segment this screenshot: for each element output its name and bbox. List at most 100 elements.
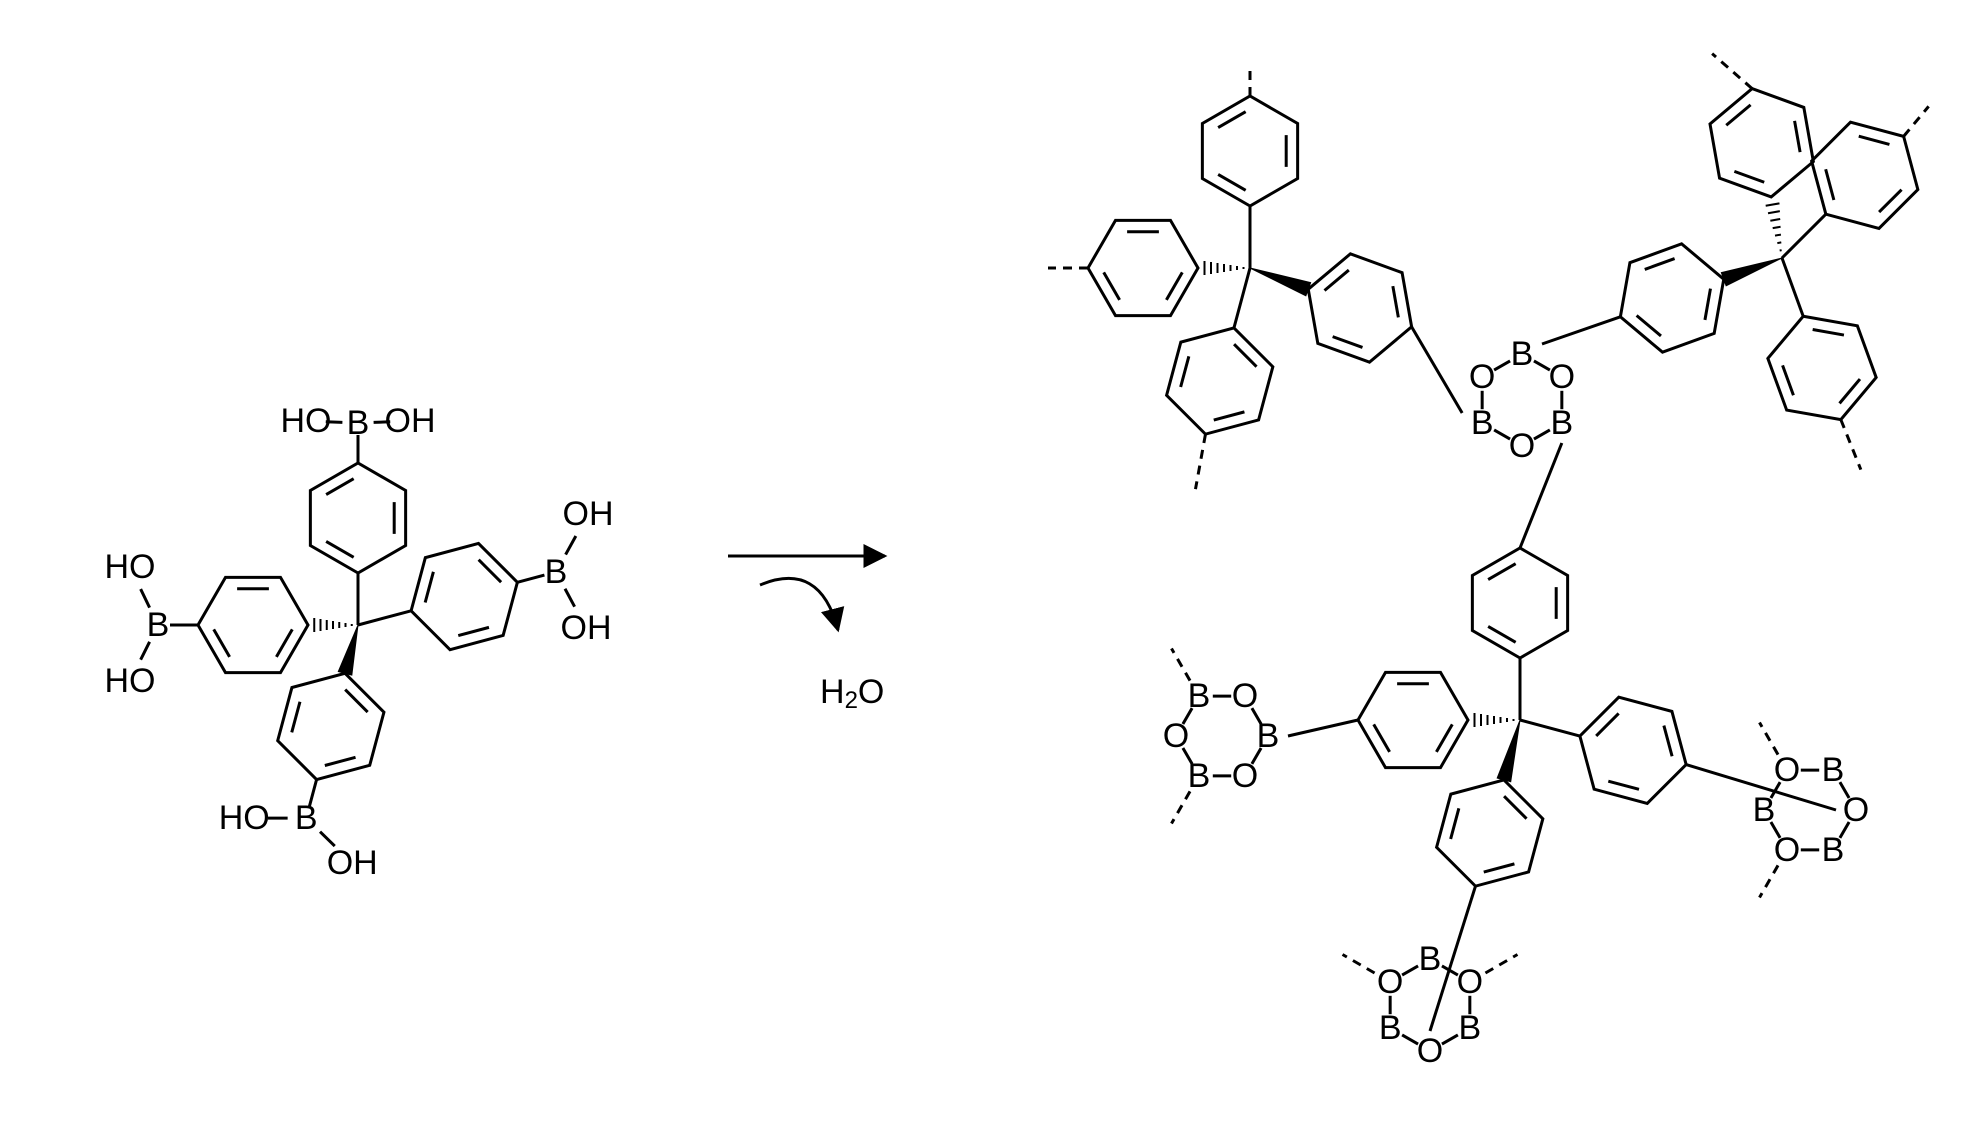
aromatic-double-bond (1372, 723, 1391, 753)
aromatic-double-bond (1332, 335, 1364, 349)
boron-atom: B (1822, 751, 1845, 789)
aromatic-double-bond (1165, 271, 1184, 301)
boron-atom: B (147, 606, 170, 644)
aromatic-double-bond (1781, 364, 1795, 396)
wedge-bond (337, 624, 359, 676)
c-b-bond (307, 779, 319, 807)
boroxine-framework-product (1048, 52, 1930, 1046)
bond (1428, 885, 1477, 1032)
oxygen-atom: O (1774, 831, 1800, 869)
reaction-arrow (728, 544, 888, 633)
b-o-bond (564, 535, 578, 556)
benzene-ring (1086, 218, 1200, 318)
bond (1519, 718, 1581, 738)
polymer-continuation-bond (1170, 790, 1192, 825)
boroxine-bond (1250, 747, 1263, 765)
aromatic-double-bond (1217, 110, 1247, 129)
aromatic-double-bond (1733, 169, 1765, 184)
c-b-bond (516, 573, 545, 584)
oxygen-atom: O (1843, 791, 1869, 829)
hash-bond-segment (1774, 233, 1782, 237)
aromatic-double-bond (1213, 410, 1245, 422)
boron-atom: B (1458, 1009, 1481, 1047)
boroxine-bond (1838, 821, 1851, 839)
oxygen-atom: O (1163, 717, 1189, 755)
hydroxyl-label: OH (563, 495, 614, 533)
oxygen-atom: O (1509, 427, 1535, 465)
boroxine-bond (1181, 707, 1194, 725)
tetraboronic-acid-monomer (139, 420, 578, 848)
aromatic-double-bond (1233, 343, 1258, 368)
aromatic-double-bond (1217, 173, 1247, 192)
benzene-ring (196, 575, 310, 675)
oxygen-atom: O (1377, 963, 1403, 1001)
hydroxyl-label: HO (219, 799, 270, 837)
aromatic-double-bond (325, 477, 355, 496)
oxygen-atom: O (1549, 358, 1575, 396)
boron-atom: B (1419, 940, 1442, 978)
hash-bond-segment (1777, 241, 1782, 245)
polymer-continuation-bond (1341, 953, 1376, 975)
aromatic-double-bond (457, 625, 490, 638)
hydroxyl-label: HO (105, 548, 156, 586)
oxygen-atom: O (1469, 358, 1495, 396)
aromatic-double-bond (290, 701, 302, 733)
boron-atom: B (1471, 404, 1494, 442)
boron-atom: B (1550, 404, 1573, 442)
aromatic-double-bond (212, 628, 231, 658)
oxygen-atom: O (1232, 757, 1258, 795)
aromatic-double-bond (1179, 355, 1191, 388)
aromatic-double-bond (344, 688, 369, 714)
boroxine-bond (1838, 781, 1851, 799)
bond (1685, 763, 1837, 812)
aromatic-double-bond (324, 755, 356, 767)
boroxine-bond (1533, 359, 1551, 372)
aromatic-double-bond (1635, 314, 1662, 338)
aromatic-double-bond (1102, 271, 1121, 301)
boroxine-bond (1250, 707, 1263, 725)
aromatic-double-bond (1487, 562, 1517, 581)
b-o-bond (139, 641, 151, 661)
benzene-ring (1470, 546, 1570, 660)
aromatic-double-bond (1595, 712, 1620, 737)
boron-atom: B (1511, 335, 1534, 373)
boroxine-bond (1401, 964, 1419, 977)
aromatic-double-bond (1662, 725, 1674, 757)
polymer-continuation-bond (1758, 721, 1780, 756)
boron-atom: B (1188, 757, 1211, 795)
aromatic-double-bond (1703, 288, 1712, 321)
aromatic-double-bond (1878, 188, 1903, 214)
bond (1780, 257, 1805, 317)
bond (1410, 326, 1464, 414)
boron-atom: B (1188, 677, 1211, 715)
boroxine-bond (1441, 1033, 1459, 1046)
hydroxyl-label: OH (385, 402, 436, 440)
hash-bond-segment (1772, 225, 1781, 230)
boroxine-bond (1493, 359, 1511, 372)
boroxine-bond (1493, 428, 1511, 441)
aromatic-double-bond (1435, 723, 1454, 753)
byproduct-curved-arrow (759, 576, 845, 633)
aromatic-double-bond (1607, 779, 1640, 791)
aromatic-double-bond (423, 571, 435, 603)
hydroxyl-label: HO (105, 662, 156, 700)
benzene-ring (1200, 94, 1300, 208)
aromatic-double-bond (1793, 120, 1802, 153)
polymer-continuation-bond (1194, 433, 1207, 490)
bond (357, 609, 412, 627)
aromatic-double-bond (1483, 862, 1515, 874)
polymer-continuation-bond (1758, 864, 1780, 899)
polymer-continuation-bond (1170, 647, 1192, 682)
aromatic-double-bond (1824, 168, 1836, 201)
water-byproduct-label: H2O (820, 673, 884, 714)
hydroxyl-label: HO (281, 402, 332, 440)
aromatic-double-bond (275, 628, 294, 658)
polymer-continuation-bond (1484, 953, 1519, 975)
wedge-bond (1249, 267, 1312, 297)
boron-atom: B (1257, 717, 1280, 755)
aromatic-double-bond (1838, 378, 1862, 405)
b-o-bond (318, 830, 336, 848)
aromatic-double-bond (1449, 807, 1461, 840)
aromatic-double-bond (1323, 268, 1350, 292)
